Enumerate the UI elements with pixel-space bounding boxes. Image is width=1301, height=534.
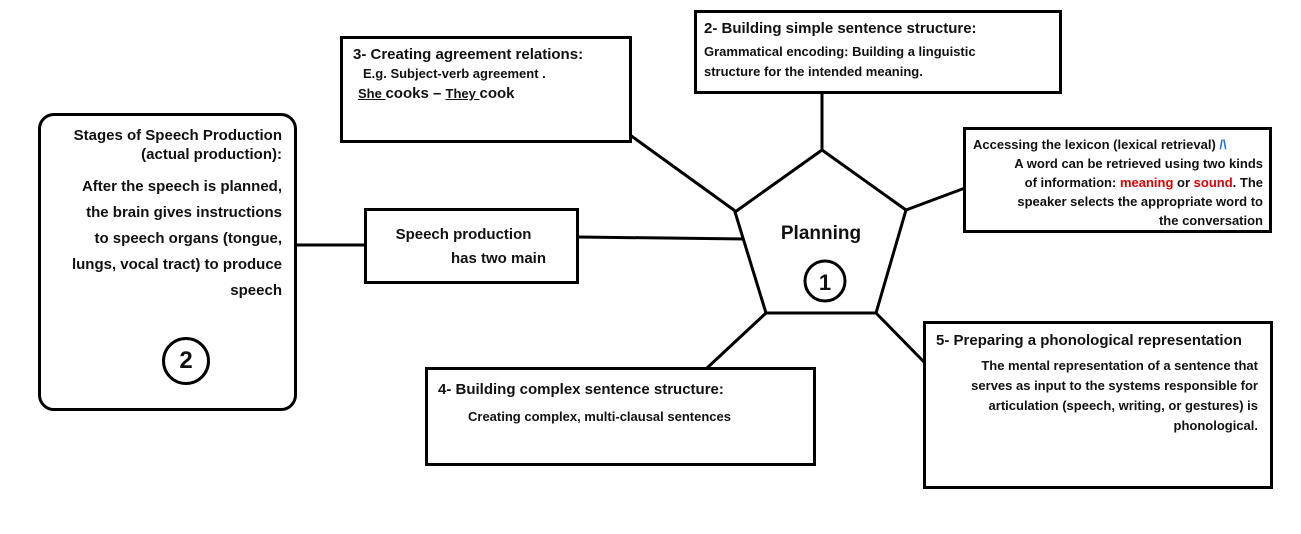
lexicon-title-marker: /\ xyxy=(1219,137,1227,152)
simple-structure-title: 2- Building simple sentence structure: xyxy=(704,20,977,37)
stages-line: speech xyxy=(230,282,282,299)
connector-agreement-planning xyxy=(629,133,739,215)
lexicon-line1: A word can be retrieved using two kinds xyxy=(1014,156,1263,171)
speech-production-line2: has two main xyxy=(450,250,546,267)
complex-structure-box: 4- Building complex sentence structure: … xyxy=(425,367,816,466)
stages-subtitle: (actual production): xyxy=(141,146,282,163)
stages-description: After the speech is planned, the brain g… xyxy=(51,174,282,304)
planning-number: 1 xyxy=(819,270,831,295)
lexicon-line3: speaker selects the appropriate word to xyxy=(1017,194,1263,209)
phonological-line: The mental representation of a sentence … xyxy=(981,358,1258,373)
agreement-pronoun-she: She xyxy=(358,86,386,101)
lexicon-line2-pre: of information: xyxy=(1024,175,1120,190)
speech-production-box: Speech production has two main xyxy=(364,208,579,284)
lexicon-box: Accessing the lexicon (lexical retrieval… xyxy=(963,127,1272,233)
connector-phonological-planning xyxy=(874,311,927,365)
agreement-verb-cook: cook xyxy=(479,85,515,102)
complex-structure-title: 4- Building complex sentence structure: xyxy=(438,381,724,398)
stages-number-badge: 2 xyxy=(162,337,210,385)
stages-box: Stages of Speech Production (actual prod… xyxy=(38,113,297,411)
agreement-dash: – xyxy=(428,85,446,102)
lexicon-meaning: meaning xyxy=(1119,175,1174,190)
speech-production-line1: Speech production xyxy=(395,226,532,243)
phonological-description: The mental representation of a sentence … xyxy=(936,356,1258,436)
planning-number-circle xyxy=(803,259,847,303)
lexicon-sound: sound xyxy=(1193,175,1233,190)
connector-center-planning xyxy=(577,235,747,241)
stages-line: lungs, vocal tract) to produce xyxy=(71,256,282,273)
lexicon-title: Accessing the lexicon (lexical retrieval… xyxy=(973,137,1216,152)
agreement-verb-cooks: cooks xyxy=(385,85,429,102)
stages-line: to speech organs (tongue, xyxy=(94,230,282,247)
agreement-sentences: She cooks – They cook xyxy=(353,84,621,104)
stages-line: After the speech is planned, xyxy=(81,178,282,195)
agreement-box: 3- Creating agreement relations: E.g. Su… xyxy=(340,36,632,143)
agreement-title: 3- Creating agreement relations: xyxy=(353,46,584,63)
connector-lexicon-planning xyxy=(905,186,966,212)
lexicon-title-row: Accessing the lexicon (lexical retrieval… xyxy=(973,135,1263,154)
connector-complex-planning xyxy=(705,311,768,370)
phonological-line: phonological. xyxy=(1173,418,1259,433)
planning-label: Planning xyxy=(781,223,861,244)
complex-structure-line1: Creating complex, multi-clausal sentence… xyxy=(468,409,731,424)
lexicon-line2: of information: meaning or sound. The xyxy=(973,173,1263,192)
planning-pentagon xyxy=(733,148,908,315)
lexicon-line2-post: . The xyxy=(1232,175,1263,190)
agreement-pronoun-they: They xyxy=(445,86,480,101)
phonological-box: 5- Preparing a phonological representati… xyxy=(923,321,1273,489)
lexicon-line4: the conversation xyxy=(1158,213,1263,228)
simple-structure-box: 2- Building simple sentence structure: G… xyxy=(694,10,1062,94)
stages-title: Stages of Speech Production xyxy=(73,127,282,144)
stages-line: the brain gives instructions xyxy=(86,204,282,221)
phonological-line: serves as input to the systems responsib… xyxy=(971,378,1258,393)
lexicon-or: or xyxy=(1173,175,1194,190)
simple-structure-line2: structure for the intended meaning. xyxy=(704,64,923,79)
phonological-title: 5- Preparing a phonological representati… xyxy=(936,332,1242,349)
phonological-line: articulation (speech, writing, or gestur… xyxy=(988,398,1258,413)
simple-structure-line1: Grammatical encoding: Building a linguis… xyxy=(704,44,976,59)
agreement-example: E.g. Subject-verb agreement . xyxy=(363,66,546,81)
